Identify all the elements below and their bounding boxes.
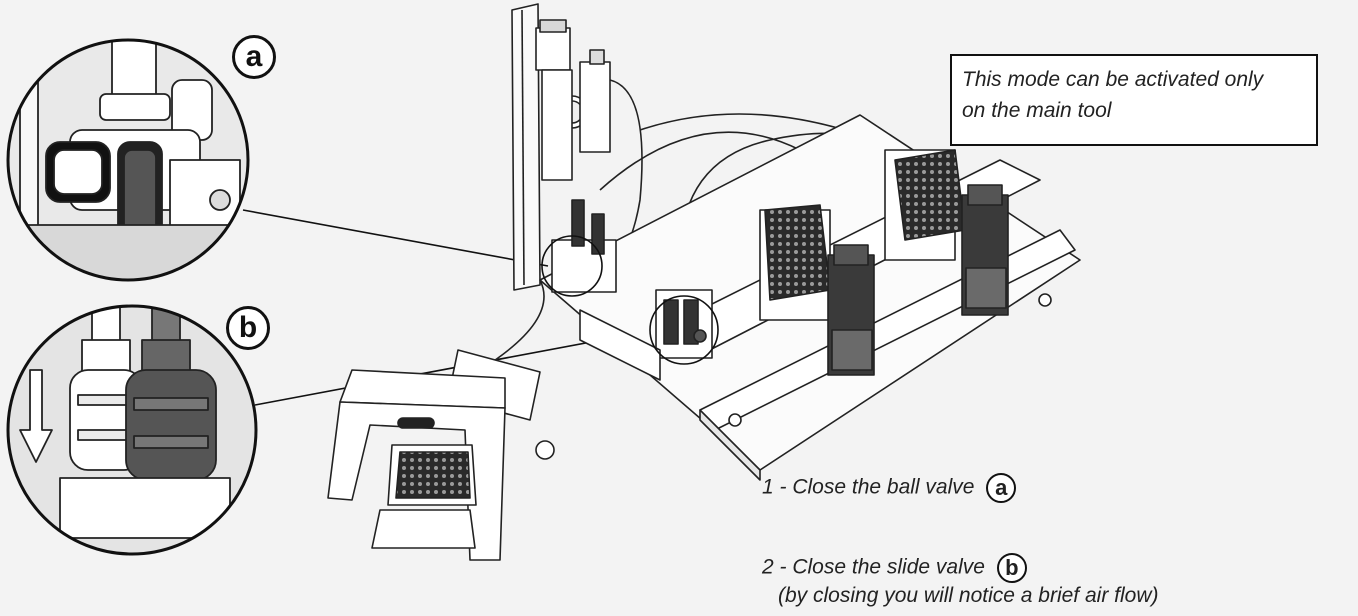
- detail-view-ball-valve: [6, 38, 250, 282]
- step-1-text: 1 - Close the ball valve: [762, 475, 975, 499]
- highlight-markers: [541, 235, 719, 365]
- step-1: 1 - Close the ball valve a: [762, 473, 1017, 503]
- note-line-1: This mode can be activated only: [962, 68, 1264, 91]
- callout-badge-a: a: [232, 35, 276, 79]
- callout-badge-b: b: [226, 306, 270, 350]
- step-2-text: 2 - Close the slide valve: [762, 555, 985, 579]
- note-line-2: on the main tool: [962, 99, 1112, 122]
- step-2-badge: b: [996, 553, 1027, 583]
- step-2-note: (by closing you will notice a brief air …: [778, 584, 1159, 607]
- main-machine: [327, 3, 1081, 561]
- note-box: This mode can be activated only on the m…: [950, 54, 1318, 146]
- step-2: 2 - Close the slide valve b: [762, 553, 1027, 583]
- detail-view-slide-valve: [6, 304, 258, 556]
- step-1-badge: a: [986, 473, 1017, 503]
